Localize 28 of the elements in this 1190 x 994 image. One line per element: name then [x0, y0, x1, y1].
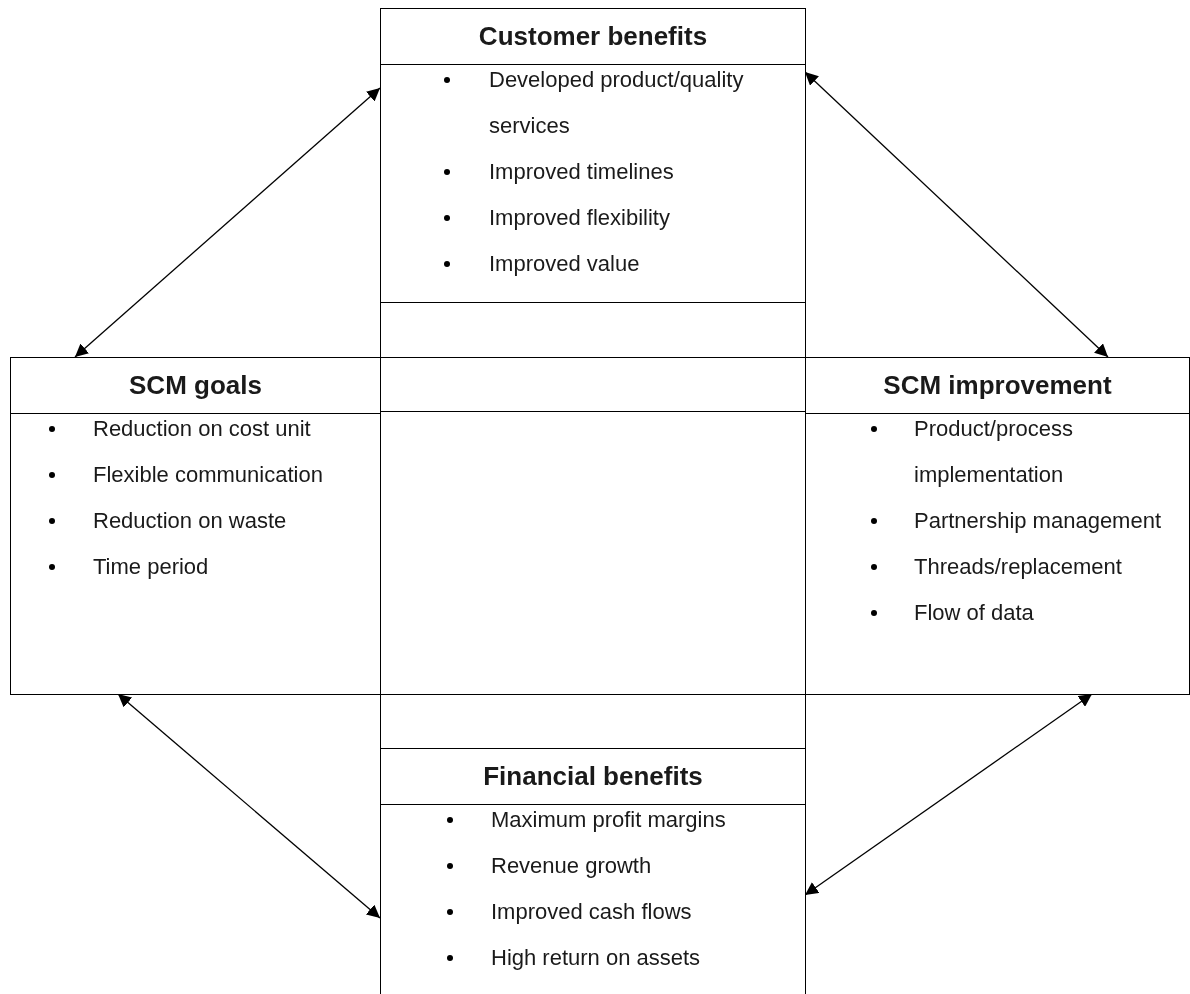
box-heading: SCM improvement	[883, 369, 1112, 402]
list-item-text: Reduction on waste	[93, 507, 288, 535]
list-item-text: Reduction on cost unit	[93, 415, 312, 443]
box-heading: Customer benefits	[478, 20, 708, 53]
list-item-text: Time period	[93, 553, 210, 581]
list-item-text: Threads/replacement	[914, 553, 1123, 581]
double-arrow	[804, 71, 1109, 358]
list-item-text: Improved value	[489, 250, 641, 278]
content-box	[10, 357, 381, 695]
list-item-text: Improved timelines	[489, 158, 675, 186]
list-item-text: Flow of data	[914, 599, 1035, 627]
list-item-text: Improved cash flows	[491, 898, 693, 926]
list-item-text: Revenue growth	[491, 852, 653, 880]
list-item-text: Developed product/quality services	[489, 66, 745, 140]
content-box	[380, 748, 806, 994]
content-box	[805, 357, 1190, 695]
list-item-text: Partnership management	[914, 507, 1163, 535]
content-box	[380, 8, 806, 303]
list-item-text: Flexible communication	[93, 461, 324, 489]
list-item-text: Product/process implementation	[914, 415, 1074, 489]
double-arrow	[117, 693, 381, 919]
double-arrow	[74, 87, 381, 358]
list-item-text: High return on assets	[491, 944, 702, 972]
list-item-text: Improved flexibility	[489, 204, 671, 232]
box-heading: SCM goals	[129, 369, 262, 402]
double-arrow	[804, 693, 1093, 896]
box-heading: Financial benefits	[483, 760, 703, 793]
list-item-text: Maximum profit margins	[491, 806, 727, 834]
